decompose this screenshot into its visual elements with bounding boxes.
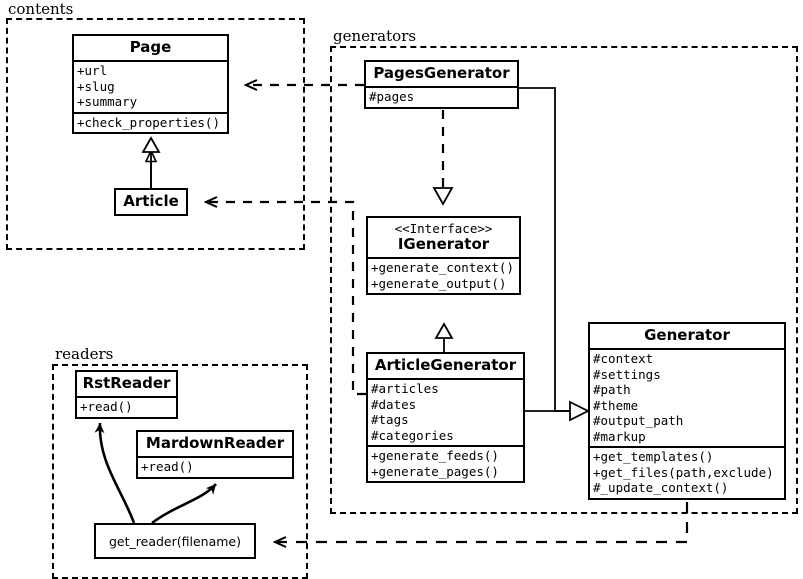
class-rst-reader-title: RstReader	[82, 374, 171, 392]
function-get-reader-label: get_reader(filename)	[109, 533, 241, 549]
attribute: +url	[77, 63, 108, 78]
class-article-generator-operations: +generate_feeds() +generate_pages()	[368, 445, 523, 481]
operation: +generate_pages()	[371, 463, 499, 479]
class-generator[interactable]: Generator #context #settings #path #them…	[588, 322, 786, 500]
package-generators-label: generators	[331, 27, 419, 45]
attribute: #output_path	[593, 413, 684, 428]
class-generator-operations: +get_templates() +get_files(path,exclude…	[590, 446, 784, 498]
class-page[interactable]: Page +url +slug +summary +check_properti…	[72, 34, 229, 134]
class-article-generator-attributes: #articles #dates #tags #categories	[368, 378, 523, 445]
attribute: #markup	[593, 428, 646, 444]
attribute: #path	[593, 382, 631, 397]
operation: #_update_context()	[593, 480, 729, 495]
attribute: #articles	[371, 381, 439, 396]
class-page-attributes: +url +slug +summary	[74, 60, 227, 112]
package-readers	[52, 364, 308, 579]
attribute: +summary	[77, 94, 138, 109]
operation: +read()	[141, 459, 194, 474]
class-page-operations: +check_properties()	[74, 111, 227, 133]
package-contents-label: contents	[6, 0, 76, 18]
attribute: #tags	[371, 412, 409, 427]
attribute: #context	[593, 351, 654, 366]
class-article[interactable]: Article	[114, 188, 188, 216]
class-mardown-reader[interactable]: MardownReader +read()	[136, 430, 294, 479]
class-igenerator-operations: +generate_context() +generate_output()	[368, 257, 519, 293]
class-igenerator-stereotype: <<Interface>>	[394, 221, 493, 236]
operation: +generate_output()	[371, 275, 507, 291]
operation: +get_templates()	[593, 449, 714, 464]
class-generator-title: Generator	[644, 326, 730, 344]
attribute: #dates	[371, 396, 417, 412]
attribute: #theme	[593, 397, 639, 413]
class-page-title: Page	[129, 38, 172, 56]
operation: +generate_context()	[371, 260, 514, 275]
function-get-reader[interactable]: get_reader(filename)	[94, 523, 256, 559]
class-pages-generator[interactable]: PagesGenerator #pages	[364, 60, 519, 109]
operation: +check_properties()	[77, 114, 220, 130]
class-article-generator[interactable]: ArticleGenerator #articles #dates #tags …	[366, 352, 525, 483]
class-generator-attributes: #context #settings #path #theme #output_…	[590, 348, 784, 446]
attribute: #categories	[371, 427, 454, 443]
class-rst-reader-operations: +read()	[77, 396, 176, 417]
class-mardown-reader-operations: +read()	[138, 456, 292, 477]
class-pages-generator-title: PagesGenerator	[373, 64, 510, 82]
class-igenerator[interactable]: <<Interface>> IGenerator +generate_conte…	[366, 216, 521, 295]
operation: +get_files(path,exclude)	[593, 464, 774, 480]
package-contents	[6, 18, 305, 250]
class-mardown-reader-title: MardownReader	[145, 434, 285, 452]
package-readers-label: readers	[53, 345, 116, 363]
operation: +read()	[80, 399, 133, 414]
class-article-generator-title: ArticleGenerator	[374, 356, 517, 374]
class-pages-generator-attributes: #pages	[366, 86, 517, 107]
attribute: #settings	[593, 366, 661, 382]
class-igenerator-title: IGenerator	[397, 235, 490, 253]
class-article-title: Article	[123, 192, 179, 210]
attribute: #pages	[369, 89, 415, 104]
attribute: +slug	[77, 78, 115, 94]
class-rst-reader[interactable]: RstReader +read()	[75, 370, 178, 419]
operation: +generate_feeds()	[371, 448, 499, 463]
